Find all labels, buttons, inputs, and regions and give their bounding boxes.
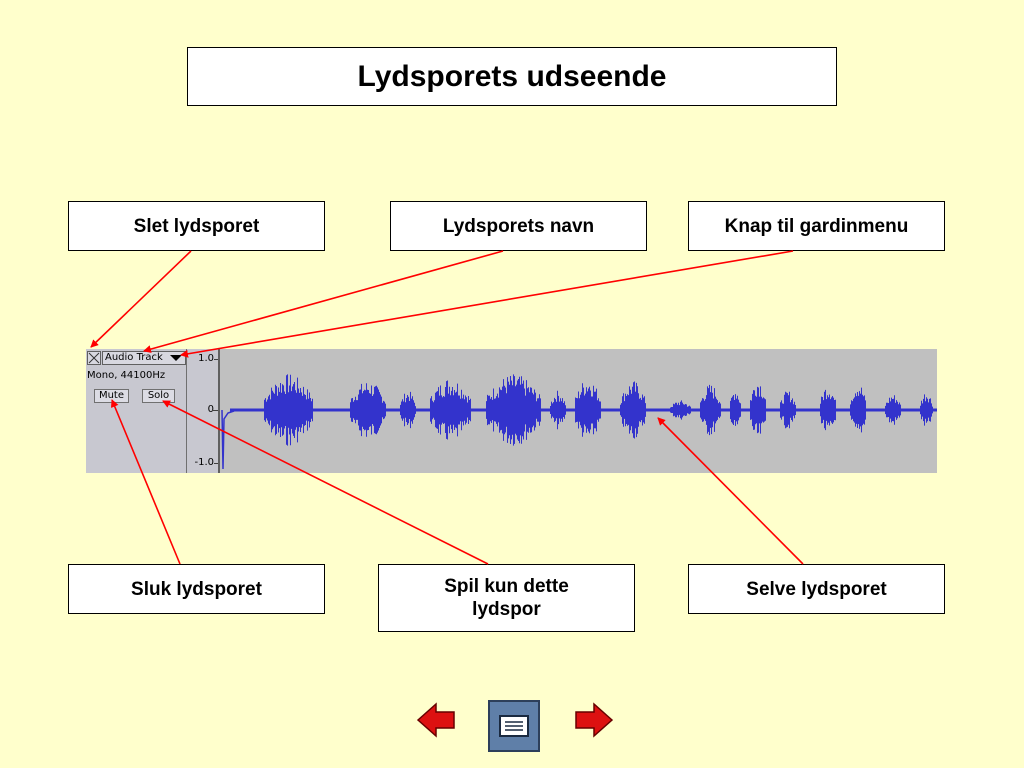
track-control-panel: Audio Track Mono, 44100Hz Mute Solo bbox=[86, 349, 187, 473]
ruler-tick bbox=[214, 463, 218, 464]
label-solo-line1: Spil kun dette bbox=[444, 576, 569, 597]
solo-button[interactable]: Solo bbox=[142, 389, 175, 403]
label-dropdown-button: Knap til gardinmenu bbox=[688, 201, 945, 251]
arrow-name bbox=[143, 250, 504, 353]
close-track-button[interactable] bbox=[87, 351, 101, 365]
close-x-icon bbox=[88, 352, 100, 364]
label-track-name: Lydsporets navn bbox=[390, 201, 647, 251]
arrow-dropdown bbox=[180, 250, 794, 358]
audio-track: Audio Track Mono, 44100Hz Mute Solo 1.0 … bbox=[86, 349, 937, 473]
waveform-onset-spike bbox=[221, 409, 235, 470]
waveform-area[interactable] bbox=[220, 349, 937, 473]
waveform bbox=[221, 374, 937, 470]
label-solo-track: Spil kun dette lydspor bbox=[378, 564, 635, 632]
ruler-tick bbox=[212, 410, 218, 411]
mute-button[interactable]: Mute bbox=[94, 389, 129, 403]
next-arrow-icon[interactable] bbox=[574, 700, 614, 740]
track-name-dropdown[interactable]: Audio Track bbox=[102, 351, 186, 365]
label-mute-track: Sluk lydsporet bbox=[68, 564, 325, 614]
track-name-text: Audio Track bbox=[105, 352, 163, 363]
track-format: Mono, 44100Hz bbox=[87, 370, 166, 381]
arrow-delete bbox=[90, 250, 192, 348]
page-title: Lydsporets udseende bbox=[187, 47, 837, 106]
ruler-label-bottom: -1.0 bbox=[194, 457, 214, 468]
amplitude-ruler: 1.0 0 -1.0 bbox=[187, 349, 220, 473]
triangle-down-icon[interactable] bbox=[170, 355, 182, 361]
ruler-label-top: 1.0 bbox=[198, 353, 214, 364]
menu-button[interactable] bbox=[488, 700, 540, 752]
list-menu-icon bbox=[499, 715, 529, 737]
previous-arrow-icon[interactable] bbox=[416, 700, 456, 740]
label-solo-line2: lydspor bbox=[472, 599, 541, 620]
label-delete-track: Slet lydsporet bbox=[68, 201, 325, 251]
ruler-tick bbox=[214, 359, 218, 360]
label-the-track: Selve lydsporet bbox=[688, 564, 945, 614]
